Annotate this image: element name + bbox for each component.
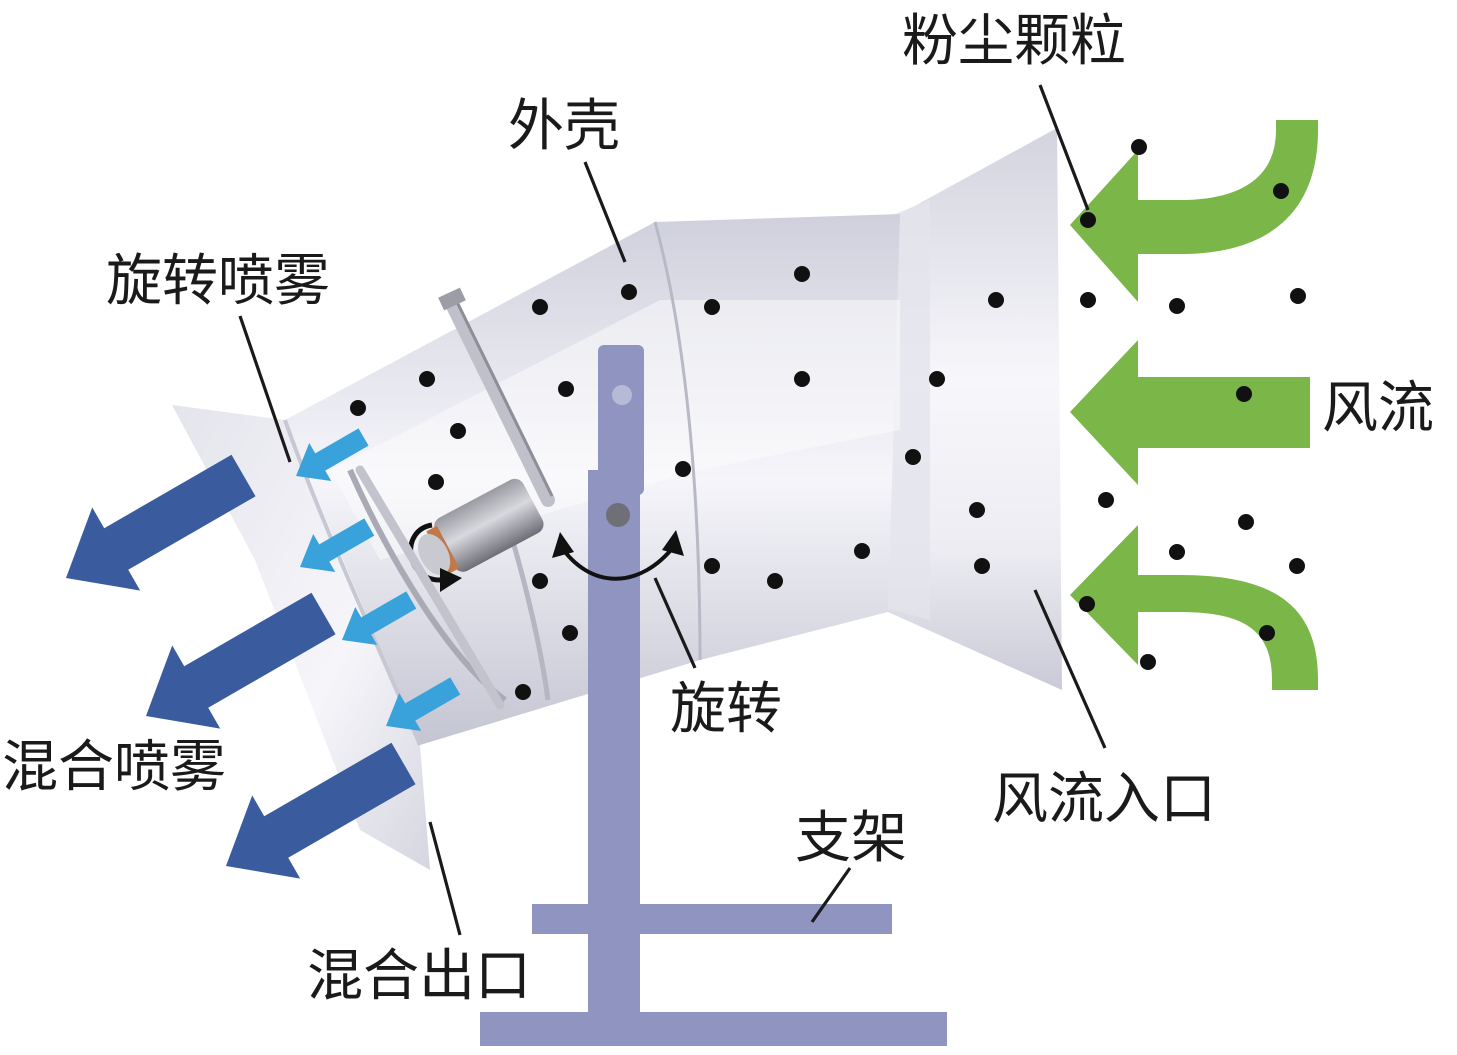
particle <box>1080 292 1096 308</box>
airflow-arrow-bottom <box>1070 525 1318 690</box>
spray-bar-cap <box>438 287 466 311</box>
particle <box>1098 492 1114 508</box>
leader-lines <box>238 84 1107 936</box>
labels: 粉尘颗粒 外壳 旋转喷雾 风流 混合喷雾 旋转 风流入口 支架 混合出口 <box>2 9 1434 1009</box>
bracket-upper-hole <box>612 385 632 405</box>
bracket <box>480 345 947 1046</box>
airflow-arrows <box>1070 120 1318 690</box>
particle <box>1169 298 1185 314</box>
particle <box>988 292 1004 308</box>
label-mixed-spray: 混合喷雾 <box>2 735 226 800</box>
spray-bar <box>443 293 555 507</box>
label-rotary-spray: 旋转喷雾 <box>106 249 330 314</box>
dust-particles <box>350 139 1306 700</box>
leader-airflow-inlet <box>1033 589 1107 749</box>
label-dust-particles: 粉尘颗粒 <box>902 9 1126 74</box>
leader-rotary-spray <box>238 315 292 463</box>
particle <box>350 400 366 416</box>
leader-mixing-outlet <box>428 821 462 936</box>
airflow-inlet-cone <box>888 128 1062 690</box>
particle <box>450 423 466 439</box>
particle <box>704 299 720 315</box>
spray-arrows <box>296 428 461 732</box>
shell-seam <box>653 221 702 661</box>
spray-arrow-2 <box>300 518 375 573</box>
particle <box>1079 596 1095 612</box>
particle <box>974 558 990 574</box>
particle <box>905 449 921 465</box>
particle <box>532 573 548 589</box>
leader-dust-particles <box>1038 84 1090 211</box>
bracket-pivot-bolt <box>606 503 630 527</box>
particle <box>1236 386 1252 402</box>
particle <box>794 371 810 387</box>
spray-bar-shade <box>454 299 554 497</box>
mixed-arrow-2 <box>146 592 336 729</box>
bracket-column <box>588 470 640 1025</box>
leader-rotation <box>653 577 697 669</box>
label-shell: 外壳 <box>508 94 620 159</box>
mixed-arrow-3 <box>226 742 416 879</box>
label-airflow-inlet: 风流入口 <box>992 767 1216 832</box>
particle <box>969 502 985 518</box>
spray-arrow-3 <box>342 591 417 646</box>
particle <box>1273 183 1289 199</box>
particle <box>1169 544 1185 560</box>
spray-nozzle-assembly <box>355 287 684 710</box>
label-bracket: 支架 <box>795 806 907 871</box>
airflow-arrow-top <box>1070 120 1318 302</box>
particle <box>1259 625 1275 641</box>
circular-arrow-head <box>440 568 462 592</box>
label-airflow: 风流 <box>1322 376 1434 441</box>
bracket-upper-plate <box>598 345 644 495</box>
particle <box>1131 139 1147 155</box>
curved-double-arrow-icon <box>558 543 677 581</box>
particle <box>621 284 637 300</box>
particle <box>428 474 444 490</box>
particle <box>562 625 578 641</box>
particle <box>854 543 870 559</box>
particle <box>794 266 810 282</box>
particle <box>1238 514 1254 530</box>
leader-bracket <box>810 867 852 923</box>
particle <box>704 558 720 574</box>
particle <box>532 299 548 315</box>
particle <box>1290 288 1306 304</box>
leader-shell <box>583 161 627 263</box>
nozzle-motor <box>434 478 544 572</box>
particle <box>515 684 531 700</box>
lower-rod <box>355 465 505 710</box>
nozzle-tip <box>417 533 451 575</box>
particle <box>419 371 435 387</box>
particle <box>558 381 574 397</box>
particle <box>1289 558 1305 574</box>
spray-arrow-4 <box>386 677 461 732</box>
label-rotation: 旋转 <box>670 677 782 742</box>
mixed-spray-arrows <box>66 454 416 879</box>
mixed-arrow-1 <box>66 454 256 591</box>
particle <box>767 573 783 589</box>
particle <box>929 371 945 387</box>
label-mixing-outlet: 混合出口 <box>307 944 531 1009</box>
rotation-arrow-head-right <box>662 530 684 556</box>
particle <box>675 461 691 477</box>
particle <box>1140 654 1156 670</box>
airflow-arrow-middle <box>1070 340 1310 485</box>
spray-arrow-1 <box>296 428 369 482</box>
particle <box>1080 212 1096 228</box>
bracket-crossbar <box>532 904 892 934</box>
rotation-arrow-head-left <box>552 532 574 558</box>
bracket-base <box>480 1012 947 1046</box>
